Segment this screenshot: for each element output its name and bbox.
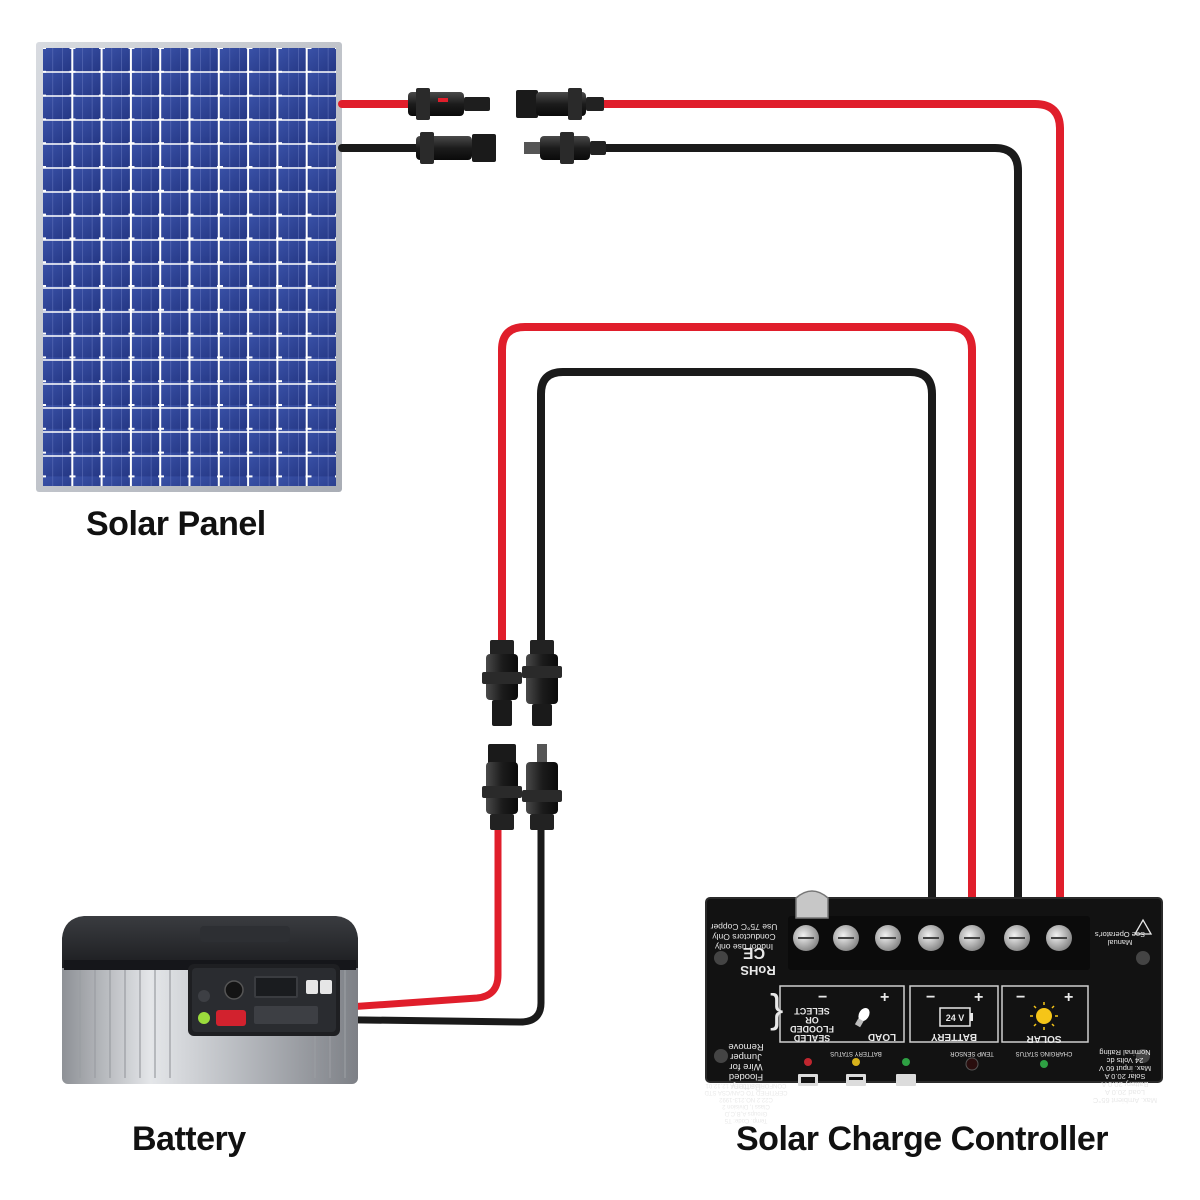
svg-text:−: −	[926, 989, 935, 1006]
mc4-male-connector-controller-negative	[524, 132, 606, 164]
conductor-line-1: Use 75°C Copper	[710, 922, 777, 932]
rating-line-5: Battery 20.0 A	[1101, 1080, 1148, 1089]
battery-status-led-green	[902, 1058, 910, 1066]
manual-line-1: See Operator's	[1095, 930, 1145, 939]
solar-panel	[36, 42, 342, 492]
battery-voltage-label: 24 V	[946, 1013, 965, 1023]
rating-line-6: Load 20.0 A	[1105, 1088, 1145, 1097]
mc4-connector-upper-positive	[482, 640, 522, 726]
mc4-connectors-battery	[482, 640, 562, 830]
jumper-line-1: Remove	[728, 1041, 763, 1052]
svg-text:−: −	[1016, 989, 1025, 1006]
temp-sensor-jack	[965, 1057, 979, 1071]
jumper-line-3: Wire for	[729, 1061, 762, 1072]
svg-text:−: −	[818, 989, 827, 1006]
battery-status-led-yellow	[852, 1058, 860, 1066]
cert-line-4: Class I, Division 2	[722, 1103, 770, 1109]
conductor-line-2: Conductors Only	[712, 932, 776, 942]
ce-label: CE	[743, 944, 766, 961]
jumper-line-2: Jumper	[730, 1051, 762, 1062]
svg-text:+: +	[974, 989, 983, 1006]
rating-line-7: Max. Ambient 65°C	[1092, 1096, 1157, 1105]
temp-sensor-label: TEMP SENSOR	[950, 1050, 994, 1056]
conductor-line-3: Indoor use only	[714, 942, 773, 952]
svg-text:+: +	[1064, 989, 1073, 1006]
cert-line-3: C22.2 NO.213-1992	[718, 1096, 772, 1102]
select-line-2: OR	[805, 1015, 819, 1025]
sun-icon	[1030, 1002, 1058, 1030]
battery-group-label: BATTERY	[931, 1031, 977, 1042]
rohs-label: RoHS	[740, 963, 776, 978]
svg-text:}: }	[770, 987, 783, 1031]
mc4-female-connector-controller-positive	[516, 88, 604, 120]
battery-unit	[62, 916, 358, 1084]
battery-label: Battery	[132, 1120, 246, 1158]
battery-icon	[939, 1007, 973, 1027]
battery-positive-cable-bottom	[201, 824, 502, 1021]
cert-line-2: CERTIFIED TO CAN/CSA STD	[704, 1089, 788, 1095]
select-line-3: FLOODED	[790, 1024, 834, 1034]
svg-text:+: +	[880, 989, 889, 1006]
charging-status-label: CHARGING STATUS	[1016, 1050, 1073, 1056]
mc4-connector-upper-negative	[522, 640, 562, 726]
battery-positive-cable-top	[498, 323, 976, 920]
rating-line-1: Nominal Rating	[1099, 1048, 1150, 1057]
jumper-line-5: Battery	[731, 1081, 761, 1092]
select-line-4: SEALED	[793, 1033, 830, 1043]
select-line-1: SELECT	[794, 1006, 830, 1016]
rating-line-4: Solar 20.0 A	[1105, 1072, 1146, 1081]
mc4-connector-lower-negative	[522, 744, 562, 830]
mc4-connectors-solar	[408, 88, 606, 164]
cert-line-6: Temp. Code: T5	[724, 1117, 767, 1123]
battery-negative-cable-bottom	[211, 824, 545, 1026]
battery-status-led-red	[804, 1058, 812, 1066]
warning-icon	[1133, 918, 1153, 935]
bulb-icon	[854, 1007, 870, 1028]
load-group-label: LOAD	[868, 1031, 896, 1042]
mc4-connector-lower-positive	[482, 744, 522, 830]
solar-positive-extension-wire	[600, 100, 1064, 920]
cert-line-1: CONFORMS TO ISA 12.12.01	[705, 1082, 786, 1088]
controller-label: Solar Charge Controller	[736, 1120, 1109, 1158]
solar-panel-label: Solar Panel	[86, 505, 266, 543]
rating-line-2: 24 Volts dc	[1106, 1056, 1143, 1065]
battery-status-label: BATTERY STATUS	[830, 1050, 881, 1056]
charging-status-led	[1040, 1060, 1048, 1068]
cert-line-5: Groups A,B,C,D	[724, 1110, 767, 1116]
mc4-male-connector-panel-positive	[408, 88, 490, 120]
charge-controller: −+ −+ −+ 24 V LOAD BATTERY SOLA	[704, 890, 1163, 1123]
solar-negative-extension-wire	[600, 144, 1022, 920]
rating-line-3: Max. input 60 V	[1099, 1064, 1151, 1073]
mc4-female-connector-panel-negative	[416, 132, 496, 164]
battery-negative-cable-top	[537, 368, 936, 920]
manual-line-2: Manual	[1107, 938, 1132, 947]
wires	[201, 100, 1064, 1026]
solar-group-label: SOLAR	[1026, 1033, 1062, 1044]
jumper-line-4: Flooded	[729, 1071, 763, 1082]
